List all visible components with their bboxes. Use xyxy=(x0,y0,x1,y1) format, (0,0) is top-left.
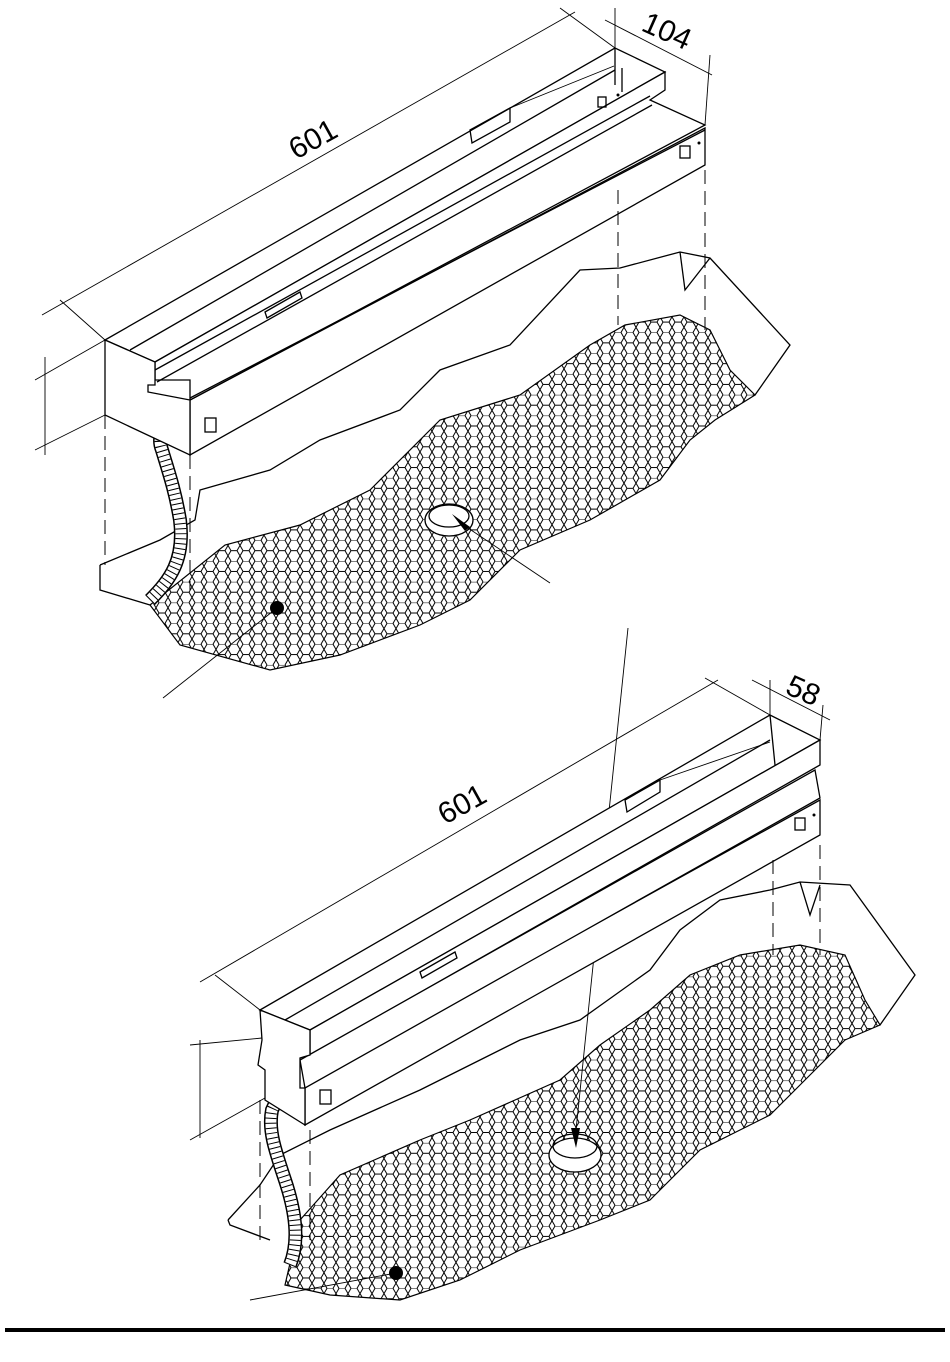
top-length-label: 601 xyxy=(283,113,343,166)
bottom-depth-label: 58 xyxy=(781,669,825,713)
top-depth-label: 104 xyxy=(637,6,696,57)
top-height-dimension xyxy=(35,340,105,455)
top-unit: 601 104 xyxy=(35,6,790,698)
bottom-unit: 601 58 xyxy=(190,628,915,1300)
bottom-height-dimension xyxy=(190,1038,265,1140)
bottom-length-label: 601 xyxy=(432,778,492,831)
bottom-flex-hose xyxy=(271,1095,296,1265)
